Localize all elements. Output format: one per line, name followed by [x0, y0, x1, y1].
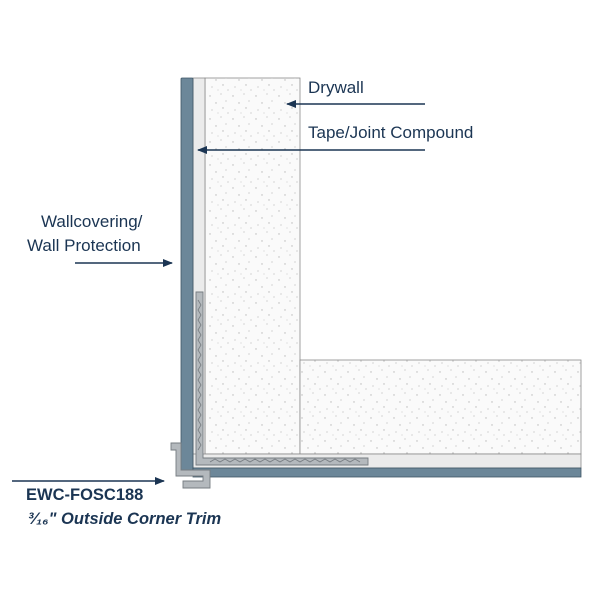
drywall-label: Drywall: [308, 78, 364, 97]
drywall-vertical: [204, 77, 301, 455]
corner-trim: [170, 291, 369, 489]
drywall-horizontal: [299, 359, 582, 455]
product-model-label: EWC-FOSC188: [26, 486, 144, 504]
product-description-label: ³⁄₁₆" Outside Corner Trim: [28, 510, 222, 528]
wallcovering-label-line1: Wallcovering/: [41, 212, 143, 231]
tape-joint-compound-label: Tape/Joint Compound: [308, 123, 474, 142]
wallcovering-horizontal: [192, 467, 582, 478]
wallcovering-vertical: [180, 77, 194, 471]
wallcovering-label-line2: Wall Protection: [27, 236, 141, 255]
